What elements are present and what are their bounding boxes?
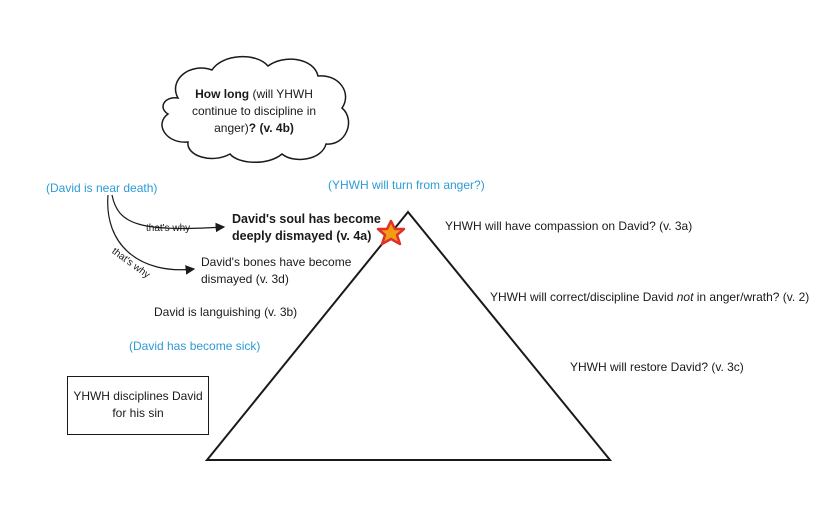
correct-suffix: in anger/wrath? (v. 2): [693, 290, 810, 304]
thought-cloud: [161, 55, 350, 163]
cloud-question: How long (will YHWH continue to discipli…: [182, 86, 326, 137]
arrow-to-soul: [111, 194, 226, 233]
correct-prefix: YHWH will correct/discipline David: [490, 290, 677, 304]
discipline-box: [67, 376, 209, 435]
bones-dismayed-label: David's bones have become dismayed (v. 3…: [201, 255, 352, 286]
correct-discipline-label: YHWH will correct/discipline David not i…: [490, 289, 809, 306]
soul-dismayed-label: David's soul has become deeply dismayed …: [232, 212, 381, 243]
star-icon: [376, 219, 406, 246]
cloud-bold-start: How long: [195, 87, 250, 101]
arrow1-label: that's why: [146, 223, 191, 234]
cloud-bold-end: ? (v. 4b): [248, 121, 294, 135]
sick-label: (David has become sick): [129, 339, 261, 353]
discipline-box-text: YHWH disciplines David for his sin: [73, 389, 203, 420]
cloud-middle: (will YHWH continue to discipline in ang…: [191, 87, 317, 135]
languishing-label: David is languishing (v. 3b): [154, 305, 298, 319]
narrative-triangle: [204, 210, 613, 461]
compassion-label: YHWH will have compassion on David? (v. …: [445, 219, 693, 233]
correct-not: not: [676, 290, 694, 304]
near-death-label: (David is near death): [46, 181, 158, 195]
turn-from-anger-label: (YHWH will turn from anger?): [328, 178, 485, 192]
arrow-to-bones: [107, 194, 196, 275]
restore-label: YHWH will restore David? (v. 3c): [570, 360, 744, 374]
